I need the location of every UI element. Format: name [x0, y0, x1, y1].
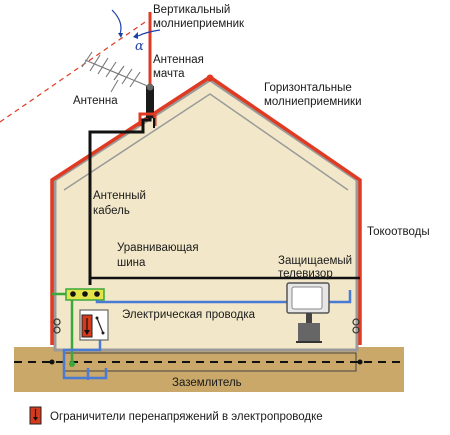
test-joint-right — [352, 318, 360, 334]
test-joint-left — [53, 318, 61, 334]
protection-zone-line — [0, 19, 149, 123]
antenna-cable — [88, 118, 152, 285]
house-body — [53, 78, 359, 352]
protected-tv — [286, 282, 330, 343]
label-vertical-rod-2: молниеприемник — [153, 18, 245, 30]
label-horizontal-2: молниеприемники — [264, 96, 362, 108]
ground-soil — [14, 347, 404, 392]
electrical-wiring — [95, 290, 352, 304]
label-ground: Заземлитель — [172, 377, 242, 389]
busbar-terminal — [82, 291, 88, 297]
cable-to-tv — [88, 276, 360, 285]
house-inner-roof — [63, 93, 349, 191]
ground-node — [357, 359, 363, 365]
ground-node — [49, 359, 55, 365]
label-vertical-rod-1: Вертикальный — [153, 4, 230, 16]
antenna-pointer — [110, 79, 119, 93]
switch-symbol — [96, 317, 104, 334]
antenna-mast — [146, 86, 154, 118]
label-busbar-2: шина — [117, 257, 146, 269]
label-alpha: α — [135, 39, 144, 54]
angle-arrow — [111, 9, 122, 35]
busbar-terminal — [94, 291, 100, 297]
label-cable-2: кабель — [93, 205, 130, 217]
label-tv-2: телевизор — [278, 268, 333, 280]
angle-arc — [137, 29, 161, 37]
ridge-node — [206, 74, 214, 82]
label-mast-1: Антенная — [153, 54, 204, 66]
busbar-terminal — [70, 291, 76, 297]
ground-node — [69, 361, 75, 367]
antenna — [81, 51, 151, 88]
legend: Ограничители перенапряжений в электропро… — [29, 406, 323, 425]
legend-label: Ограничители перенапряжений в электропро… — [50, 411, 323, 423]
label-horizontal-1: Горизонтальные — [264, 82, 352, 94]
label-wiring: Электрическая проводка — [122, 309, 256, 321]
label-cable-1: Антенный — [93, 190, 146, 202]
label-antenna: Антенна — [73, 95, 118, 107]
wiring-to-ground — [62, 322, 108, 380]
label-mast-2: мачта — [153, 68, 185, 80]
label-downconductors: Токоотводы — [367, 226, 430, 238]
label-tv-1: Защищаемый — [278, 255, 352, 267]
label-busbar-1: Уравнивающая — [117, 242, 199, 254]
